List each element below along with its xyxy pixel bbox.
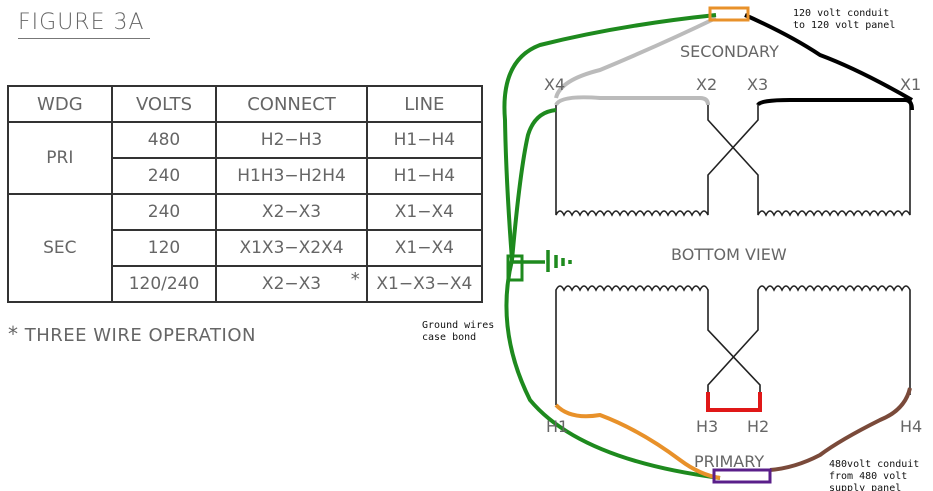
header-wdg: WDG	[7, 85, 113, 123]
cell-connect-text: X2−X3	[261, 274, 322, 294]
table-row: PRI 480 H2−H3 H1−H4	[7, 121, 484, 195]
bottom-conduit	[712, 468, 772, 484]
cell-connect: X2−X3 *	[215, 265, 368, 303]
header-connect: CONNECT	[215, 85, 368, 123]
cell-connect: X2−X3	[215, 193, 368, 231]
h2h3-jumper	[706, 392, 762, 412]
ground-case-wire	[510, 108, 557, 261]
table-row: 120/240 X2−X3 * X1−X3−X4	[8, 265, 484, 303]
cell-line: X1−X4	[365, 229, 484, 267]
figure-title-underline	[18, 38, 150, 39]
cell-line: H1−H4	[365, 121, 484, 159]
table-header-row: WDG VOLTS CONNECT LINE	[7, 85, 484, 123]
header-volts: VOLTS	[110, 85, 218, 123]
cell-volts: 120/240	[110, 265, 218, 303]
secondary-label: SECONDARY	[680, 42, 779, 61]
terminal-x2: X2	[696, 75, 717, 94]
cell-line: X1−X4	[365, 193, 484, 231]
x4-conduit-wire	[554, 16, 717, 99]
cell-connect: H1H3−H2H4	[215, 157, 368, 195]
x1-conduit-wire	[744, 13, 913, 102]
header-line: LINE	[365, 85, 484, 123]
terminal-x4: X4	[544, 75, 565, 94]
conduit-480-note-2: from 480 volt	[829, 471, 907, 482]
cell-volts: 120	[110, 229, 218, 267]
conduit-120-note-2: to 120 volt panel	[793, 20, 895, 31]
cell-volts: 480	[110, 121, 218, 159]
table-row: 120 X1X3−X2X4 X1−X4	[8, 229, 484, 267]
terminal-x3: X3	[747, 75, 768, 94]
cell-volts: 240	[110, 193, 218, 231]
terminal-x1: X1	[900, 75, 921, 94]
cell-line: X1−X3−X4	[365, 265, 484, 303]
terminal-h3: H3	[696, 417, 718, 436]
terminal-h4: H4	[900, 417, 922, 436]
terminal-h2: H2	[747, 417, 769, 436]
primary-label: PRIMARY	[694, 452, 764, 471]
bottom-view-label: BOTTOM VIEW	[671, 245, 787, 264]
figure-title: FIGURE 3A	[18, 10, 145, 35]
group-sec: SEC	[7, 193, 113, 303]
winding-table: WDG VOLTS CONNECT LINE PRI 480 H2−H3 H1−…	[7, 85, 484, 303]
ground-clamp	[506, 254, 524, 282]
h1-lead-wire	[554, 403, 721, 480]
top-conduit	[708, 6, 750, 22]
cell-line: H1−H4	[365, 157, 484, 195]
x1-lead-wire	[756, 98, 914, 111]
group-pri: PRI	[7, 121, 113, 195]
conduit-480-note-1: 480volt conduit	[829, 459, 919, 470]
terminal-h1: H1	[546, 417, 568, 436]
table-row: 240 H1H3−H2H4 H1−H4	[8, 157, 484, 195]
footnote: * THREE WIRE OPERATION	[8, 322, 256, 346]
secondary-coils	[555, 105, 911, 217]
conduit-120-note-1: 120 volt conduit	[793, 8, 889, 19]
ground-note-2: case bond	[422, 332, 476, 343]
footnote-text: THREE WIRE OPERATION	[24, 325, 256, 346]
three-wire-mark: *	[350, 269, 360, 290]
x4-lead-wire	[554, 95, 710, 107]
ground-bond-wire	[512, 250, 572, 272]
cell-volts: 240	[110, 157, 218, 195]
ground-wire	[502, 13, 721, 480]
footnote-mark: *	[8, 322, 19, 346]
cell-connect: H2−H3	[215, 121, 368, 159]
primary-coils	[555, 285, 911, 410]
conduit-480-note-3: supply panel	[829, 483, 901, 491]
ground-note-1: Ground wires	[422, 320, 494, 331]
table-row: SEC 240 X2−X3 X1−X4	[7, 193, 484, 303]
cell-connect: X1X3−X2X4	[215, 229, 368, 267]
h4-lead-wire	[769, 387, 912, 472]
